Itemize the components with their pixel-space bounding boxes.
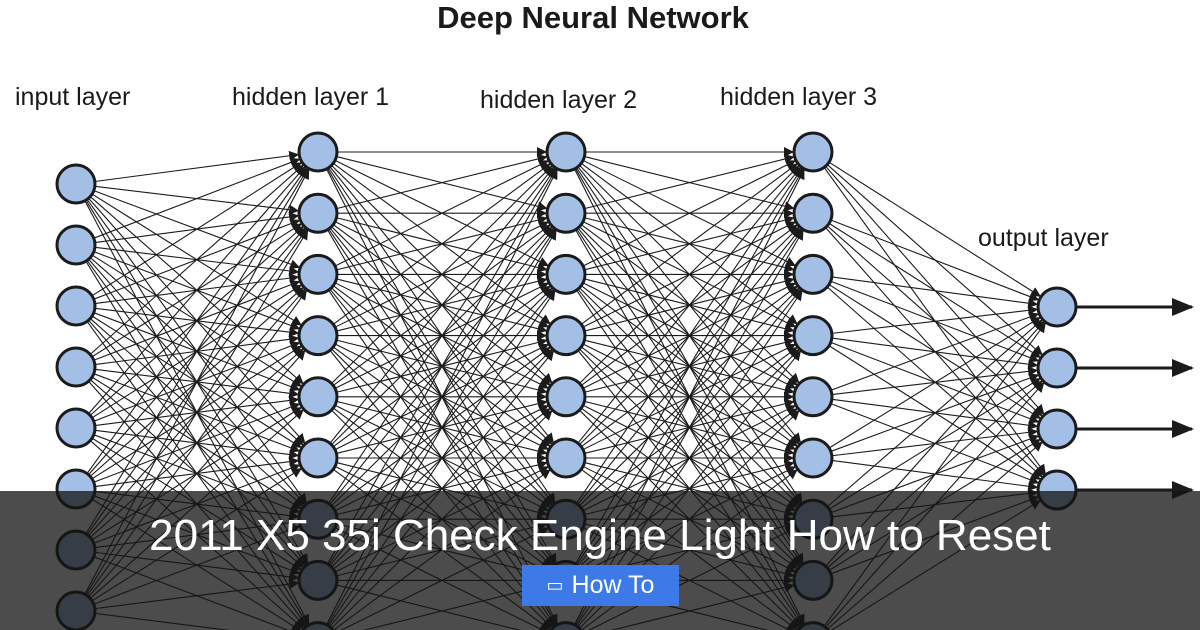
neuron-node <box>297 437 339 479</box>
neuron-node <box>55 346 97 388</box>
connection-edge <box>331 165 553 384</box>
neuron-node <box>297 192 339 234</box>
neuron-node <box>297 376 339 418</box>
connection-edge <box>89 164 304 355</box>
output-arrows <box>1076 298 1194 499</box>
connection-edge <box>584 154 795 210</box>
category-badge[interactable]: ▭ How To <box>522 565 679 606</box>
neuron-node <box>1036 347 1078 389</box>
connection-edge <box>93 157 301 239</box>
label-hidden-layer-2: hidden layer 2 <box>480 86 638 114</box>
connection-edge <box>328 167 556 504</box>
label-hidden-layer-3: hidden layer 3 <box>720 83 878 111</box>
neuron-node <box>55 224 97 266</box>
label-output-layer: output layer <box>978 224 1109 252</box>
connection-edge <box>576 167 803 504</box>
label-input-layer: input layer <box>15 83 131 111</box>
connection-edge <box>831 305 1039 334</box>
label-hidden-layer-1: hidden layer 1 <box>232 83 390 111</box>
connection-edge <box>577 166 802 444</box>
neuron-node <box>297 131 339 173</box>
connection-edge <box>826 319 1043 508</box>
neuron-node <box>545 437 587 479</box>
connection-edge <box>334 160 549 267</box>
caption-overlay <box>0 491 1200 630</box>
connection-edge <box>828 316 1041 449</box>
category-label: How To <box>571 571 655 599</box>
neuron-node <box>1036 408 1078 450</box>
connection-edge <box>579 165 800 384</box>
neuron-node <box>55 163 97 205</box>
diagram-title: Deep Neural Network <box>437 0 749 35</box>
folder-icon: ▭ <box>546 575 564 595</box>
neuron-node <box>792 376 834 418</box>
connection-edge <box>582 160 796 267</box>
connection-edge <box>332 163 551 325</box>
connection-edge <box>85 168 309 535</box>
neuron-node <box>545 192 587 234</box>
connection-edge <box>828 161 1041 297</box>
neuron-node <box>545 253 587 295</box>
connection-edge <box>91 162 302 297</box>
neuron-node <box>545 376 587 418</box>
article-headline[interactable]: 2011 X5 35i Check Engine Light How to Re… <box>149 511 1051 560</box>
neuron-node <box>297 253 339 295</box>
connection-edge <box>336 154 548 210</box>
connection-edge <box>86 167 307 474</box>
neuron-node <box>297 315 339 357</box>
neuron-node <box>792 315 834 357</box>
neuron-node <box>55 285 97 327</box>
connection-edge <box>831 276 1039 309</box>
neuron-node <box>792 437 834 479</box>
neuron-node <box>792 253 834 295</box>
connection-edge <box>830 219 1040 302</box>
neuron-node <box>792 131 834 173</box>
neuron-node <box>1036 286 1078 328</box>
neuron-node <box>55 407 97 449</box>
connection-edge <box>88 166 306 415</box>
neuron-node <box>545 315 587 357</box>
connection-edge <box>580 163 798 325</box>
neuron-node <box>792 192 834 234</box>
neuron-node <box>545 131 587 173</box>
connection-edge <box>94 150 300 183</box>
connection-edge <box>329 166 555 444</box>
connection-edge <box>830 312 1040 391</box>
